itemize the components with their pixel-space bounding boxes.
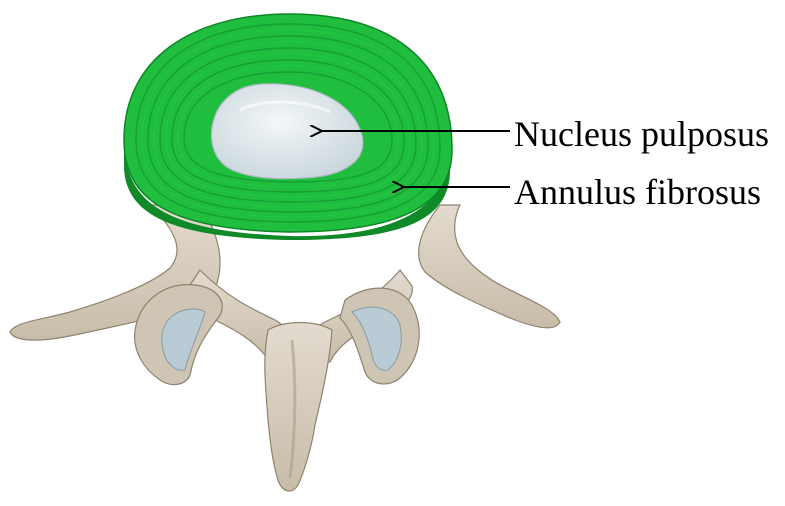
spinous-process: [265, 323, 332, 492]
right-transverse-process: [419, 205, 560, 328]
intervertebral-disc: [124, 14, 452, 240]
vertebral-foramen: [215, 232, 382, 292]
annulus-fibrosus-label: Annulus fibrosus: [514, 174, 761, 210]
nucleus-pulposus-label: Nucleus pulposus: [514, 116, 769, 152]
vertebral-arch: [10, 205, 560, 491]
